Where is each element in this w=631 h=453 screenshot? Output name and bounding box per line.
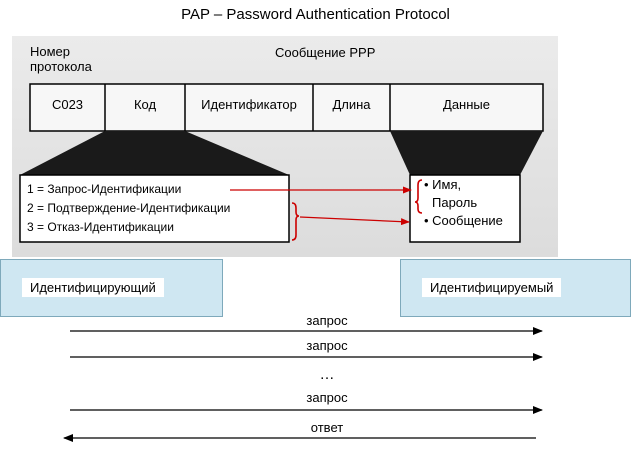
link-reply-to-message (299, 216, 410, 226)
ppp-message-label: Сообщение PPP (275, 45, 376, 60)
data-item-password: Пароль (432, 195, 478, 210)
protocol-number-label-line2: протокола (30, 59, 92, 74)
peer-label: Идентифицируемый (422, 278, 562, 297)
authenticator-label: Идентифицирующий (22, 278, 164, 297)
data-item-message: • Сообщение (424, 213, 503, 228)
protocol-number-label: Номер протокола (30, 44, 92, 74)
data-item-name: • Имя, (424, 177, 462, 192)
exchange-label-request-3: запрос (306, 390, 348, 405)
codes-list: 1 = Запрос-Идентификации 2 = Подтвержден… (27, 180, 230, 237)
code-item-ack: 2 = Подтверждение-Идентификации (27, 201, 231, 215)
data-items-box (409, 174, 521, 243)
code-item-request: 1 = Запрос-Идентификации (27, 182, 182, 196)
peer-box: Идентифицируемый (400, 259, 631, 317)
field-code: Код (133, 97, 157, 112)
diagram-title: PAP – Password Authentication Protocol (181, 6, 450, 23)
field-identifier: Идентификатор (201, 97, 297, 112)
field-protocol-c023: C023 (51, 97, 84, 112)
authenticator-box: Идентифицирующий (0, 259, 223, 317)
data-items-list: • Имя, Пароль • Сообщение (424, 176, 503, 230)
frame-outline (29, 83, 544, 132)
code-expansion-funnel (20, 131, 289, 175)
data-expansion-funnel (390, 131, 543, 175)
field-length: Длина (332, 97, 371, 112)
protocol-number-label-line1: Номер (30, 44, 71, 59)
ppp-frame (29, 83, 544, 132)
exchange-label-response: ответ (310, 420, 344, 435)
code-item-nak: 3 = Отказ-Идентификации (27, 220, 174, 234)
brace-codes-2-3 (291, 202, 300, 241)
exchange-label-request-2: запрос (306, 338, 348, 353)
codes-box (19, 174, 290, 243)
field-data: Данные (443, 97, 490, 112)
brace-name-password (414, 179, 423, 214)
exchange-label-ellipsis: … (319, 366, 335, 383)
exchange-label-request-1: запрос (306, 313, 348, 328)
